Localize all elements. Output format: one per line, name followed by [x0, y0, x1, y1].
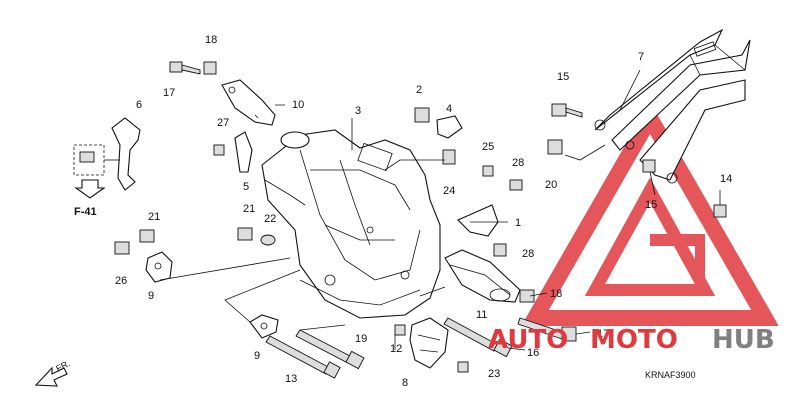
callout-4: 4: [446, 103, 452, 115]
diagram-code: KRNAF3900: [645, 370, 696, 380]
callout-12: 12: [390, 343, 402, 355]
direction-label: FR.: [54, 358, 71, 374]
skid-plate-11: [444, 249, 521, 303]
callout-20: 20: [545, 179, 557, 191]
callout-28a: 28: [512, 157, 524, 169]
callout-7: 7: [638, 51, 644, 63]
callout-22: 22: [264, 213, 276, 225]
direction-arrow: FR.: [34, 358, 72, 387]
callout-21b: 21: [243, 203, 255, 215]
reference-arrow: F-41: [74, 179, 106, 218]
long-bolts: [265, 317, 577, 379]
callout-1: 1: [515, 217, 521, 229]
callout-26: 26: [115, 275, 127, 287]
watermark-logo: [521, 101, 779, 326]
callout-8: 8: [402, 377, 408, 389]
watermark-text: AUTO MOTO HUB: [488, 325, 775, 355]
callout-13: 13: [285, 373, 297, 385]
callout-10: 10: [292, 99, 304, 111]
callout-6: 6: [136, 99, 142, 111]
reference-label: F-41: [74, 206, 97, 218]
callout-3: 3: [355, 105, 361, 117]
callout-21a: 21: [148, 211, 160, 223]
bracket-6: [73, 117, 141, 191]
callout-11: 11: [476, 309, 487, 321]
callout-9a: 9: [148, 290, 154, 302]
callout-16: 16: [527, 347, 539, 359]
callout-25: 25: [482, 141, 494, 153]
callout-23: 23: [488, 368, 500, 380]
callout-28b: 28: [522, 248, 534, 260]
main-frame: [261, 129, 441, 319]
watermark-text-auto: AUTO: [488, 325, 568, 355]
callout-17a: 17: [163, 87, 175, 99]
callout-18b: 18: [550, 288, 562, 300]
rear-subframe: [594, 28, 751, 184]
leader-lines: [159, 69, 721, 351]
callout-24: 24: [443, 185, 455, 197]
callout-19: 19: [355, 333, 367, 345]
small-fasteners: [114, 61, 727, 373]
watermark-text-moto: MOTO: [590, 325, 678, 355]
callout-9b: 9: [254, 350, 260, 362]
callout-5: 5: [243, 181, 249, 193]
callout-15a: 15: [557, 71, 569, 83]
plate-9-lower: [145, 251, 279, 339]
callout-2: 2: [416, 84, 422, 96]
guard-8: [409, 317, 449, 369]
callout-numbers: 3 2 4 25 28 24 1 28 18 17 10 6 27 5 21 2…: [115, 34, 732, 389]
bracket-10: [221, 79, 276, 126]
callout-18a: 18: [205, 34, 217, 46]
callout-15b: 15: [645, 199, 657, 211]
callout-14: 14: [720, 173, 732, 185]
watermark-text-hub: HUB: [712, 325, 775, 355]
callout-27: 27: [217, 117, 229, 129]
callout-17b: 17: [597, 328, 609, 340]
